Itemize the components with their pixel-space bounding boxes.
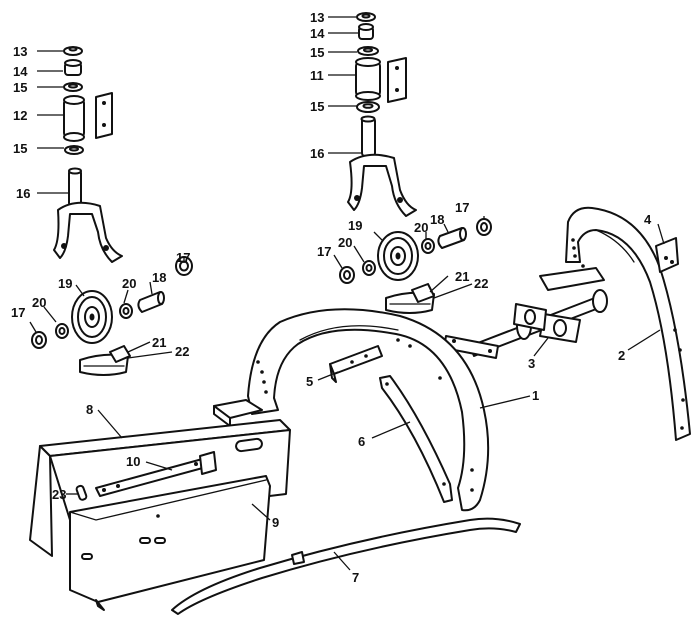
right-caster-assembly — [339, 12, 492, 314]
label-2: 2 — [618, 348, 625, 363]
label-21: 21 — [455, 269, 469, 284]
right-frame-and-axle — [443, 206, 691, 441]
leader-lines — [29, 16, 665, 571]
label-12: 12 — [13, 108, 27, 123]
label-13: 13 — [13, 44, 27, 59]
label-4: 4 — [644, 212, 652, 227]
label-1: 1 — [532, 388, 539, 403]
label-6: 6 — [358, 434, 365, 449]
label-14: 14 — [310, 26, 325, 41]
label-10: 10 — [126, 454, 140, 469]
part-labels: 13 14 15 12 15 16 19 20 18 17 20 17 21 2… — [11, 10, 652, 585]
label-16: 16 — [310, 146, 324, 161]
label-20: 20 — [338, 235, 352, 250]
label-15: 15 — [310, 45, 324, 60]
label-15: 15 — [13, 141, 27, 156]
label-21: 21 — [152, 335, 166, 350]
label-8: 8 — [86, 402, 93, 417]
label-5: 5 — [306, 374, 313, 389]
label-17: 17 — [11, 305, 25, 320]
label-19: 19 — [348, 218, 362, 233]
label-23: 23 — [52, 487, 66, 502]
skid-strip — [171, 517, 521, 615]
left-caster-assembly — [31, 46, 193, 376]
label-18: 18 — [430, 212, 444, 227]
label-17: 17 — [176, 250, 190, 265]
shield-assembly — [29, 419, 291, 611]
label-17: 17 — [317, 244, 331, 259]
label-16: 16 — [16, 186, 30, 201]
label-22: 22 — [175, 344, 189, 359]
label-15: 15 — [13, 80, 27, 95]
label-20: 20 — [122, 276, 136, 291]
label-20: 20 — [414, 220, 428, 235]
label-9: 9 — [272, 515, 279, 530]
label-3: 3 — [528, 356, 535, 371]
label-17: 17 — [455, 200, 469, 215]
main-frame — [213, 308, 490, 512]
label-13: 13 — [310, 10, 324, 25]
label-18: 18 — [152, 270, 166, 285]
label-20: 20 — [32, 295, 46, 310]
label-22: 22 — [474, 276, 488, 291]
label-11: 11 — [310, 68, 324, 83]
label-7: 7 — [352, 570, 359, 585]
label-15: 15 — [310, 99, 324, 114]
label-19: 19 — [58, 276, 72, 291]
label-14: 14 — [13, 64, 28, 79]
